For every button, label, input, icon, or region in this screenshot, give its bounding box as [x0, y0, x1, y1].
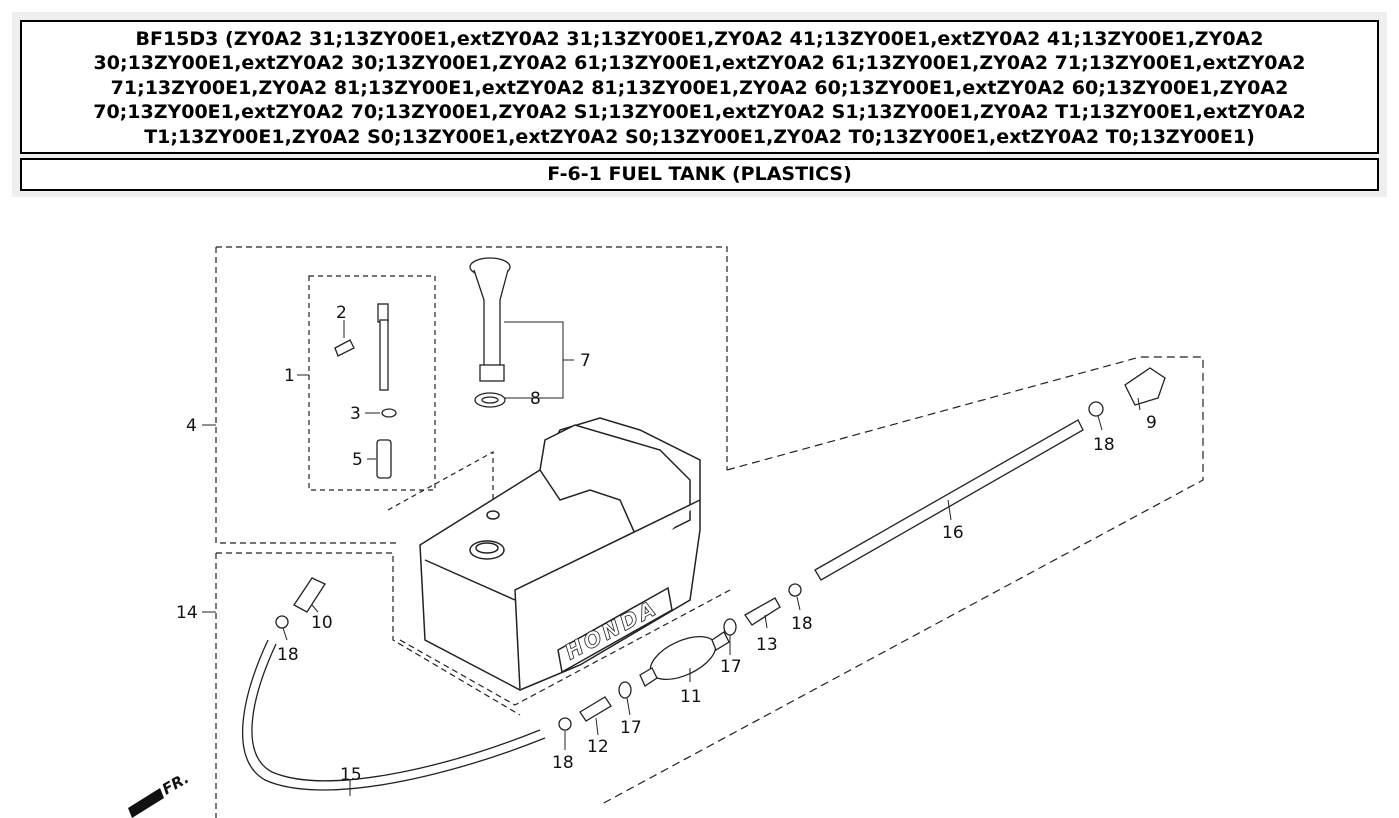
- callout-16: 16: [942, 523, 964, 543]
- callout-1: 1: [284, 366, 295, 386]
- callout-10: 10: [311, 613, 333, 633]
- callout-18-b: 18: [277, 645, 299, 665]
- callout-13: 13: [756, 635, 778, 655]
- callout-18-c: 18: [791, 614, 813, 634]
- callout-12: 12: [587, 737, 609, 757]
- callout-8: 8: [530, 389, 541, 409]
- callout-17-a: 17: [720, 657, 742, 677]
- fuel-tank: [419, 417, 701, 691]
- section-title: F-6-1 FUEL TANK (PLASTICS): [20, 158, 1379, 191]
- model-title: BF15D3 (ZY0A2 31;13ZY00E1,extZY0A2 31;13…: [20, 20, 1379, 154]
- leader-lines: [202, 320, 1141, 796]
- callout-3: 3: [350, 404, 361, 424]
- callout-17-b: 17: [620, 718, 642, 738]
- front-arrow-icon: [128, 788, 164, 818]
- callout-7: 7: [580, 351, 591, 371]
- frame-assembly-14: [215, 552, 521, 818]
- frame-assembly-4: [215, 246, 728, 544]
- callout-18-d: 18: [552, 753, 574, 773]
- callout-11: 11: [680, 687, 702, 707]
- callout-4: 4: [186, 416, 197, 436]
- callout-18-a: 18: [1093, 435, 1115, 455]
- screw-part-2: [334, 339, 355, 357]
- parts-diagram: HONDA: [128, 246, 1204, 818]
- header-panel: BF15D3 (ZY0A2 31;13ZY00E1,extZY0A2 31;13…: [12, 12, 1387, 197]
- leader-frame1: [387, 450, 494, 511]
- hose-part-16: [788, 419, 1084, 597]
- connector-part-13: [723, 597, 781, 636]
- callout-14: 14: [176, 603, 198, 623]
- connector-part-12: [558, 681, 632, 731]
- fitting-part-10: [275, 577, 326, 629]
- hose-part-15: [241, 639, 546, 791]
- front-marker: FR.: [159, 769, 192, 798]
- callout-15: 15: [340, 765, 362, 785]
- callout-5: 5: [352, 450, 363, 470]
- frame-tank: [399, 589, 731, 706]
- connector-part-9: [1088, 367, 1166, 417]
- callout-2: 2: [336, 303, 347, 323]
- vent-screw-part: [376, 303, 397, 479]
- fuel-gauge-part: [469, 257, 511, 408]
- frame-assembly-1: [308, 275, 436, 491]
- primer-bulb-part: [639, 631, 730, 687]
- callout-9: 9: [1146, 413, 1157, 433]
